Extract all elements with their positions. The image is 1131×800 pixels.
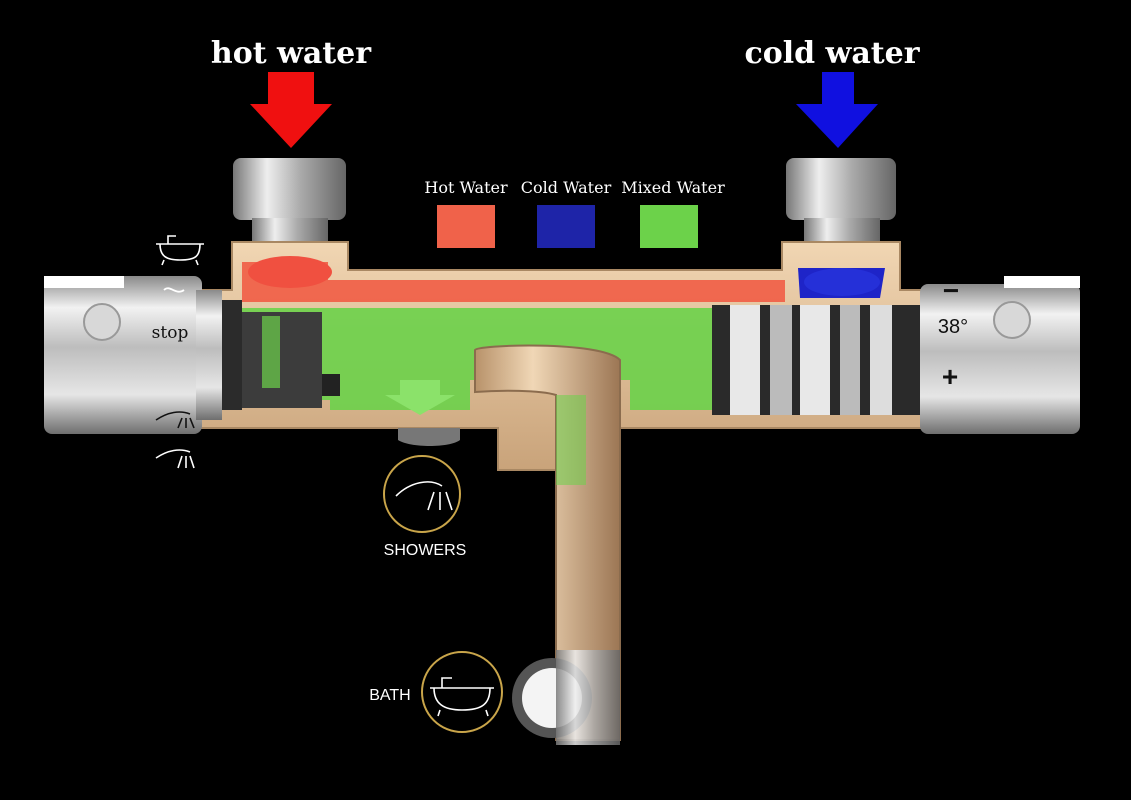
diverter-knob[interactable]: stop	[44, 276, 222, 434]
bathtub-icon	[430, 677, 494, 717]
hot-water-label: hot water	[211, 36, 372, 71]
left-cartridge	[210, 300, 340, 410]
legend-swatch-hot	[437, 205, 495, 248]
shower-small-icon-2	[155, 449, 195, 469]
tilde-icon	[163, 287, 185, 293]
legend-label-cold: Cold Water	[521, 178, 612, 197]
legend-swatch-mixed	[640, 205, 698, 248]
minus-label: −	[943, 275, 959, 306]
temperature-knob[interactable]: − 38° +	[920, 275, 1080, 434]
right-cartridge	[712, 305, 922, 415]
showers-icon-ring	[383, 455, 461, 533]
shower-head-icon	[395, 481, 453, 511]
temperature-label: 38°	[938, 316, 968, 338]
cold-water-arrow	[796, 72, 878, 148]
hot-water-channel	[242, 262, 785, 302]
legend-label-mixed: Mixed Water	[621, 178, 725, 197]
bath-outlet-pipe	[474, 344, 621, 745]
legend-swatch-cold	[537, 205, 595, 248]
shower-small-icon-1	[155, 411, 195, 429]
showers-outlet: SHOWERS	[383, 428, 467, 559]
hot-water-arrow	[250, 72, 332, 148]
bath-icon-ring	[421, 651, 503, 733]
bath-label: BATH	[369, 687, 410, 704]
bathtub-small-icon	[156, 235, 204, 266]
legend: Hot Water Cold Water Mixed Water	[424, 178, 725, 248]
bath-outlet: BATH	[369, 651, 503, 733]
showers-label: SHOWERS	[384, 542, 467, 559]
plus-label: +	[942, 361, 958, 392]
cold-water-label: cold water	[744, 36, 920, 71]
stop-label: stop	[152, 323, 189, 343]
legend-label-hot: Hot Water	[424, 178, 508, 197]
